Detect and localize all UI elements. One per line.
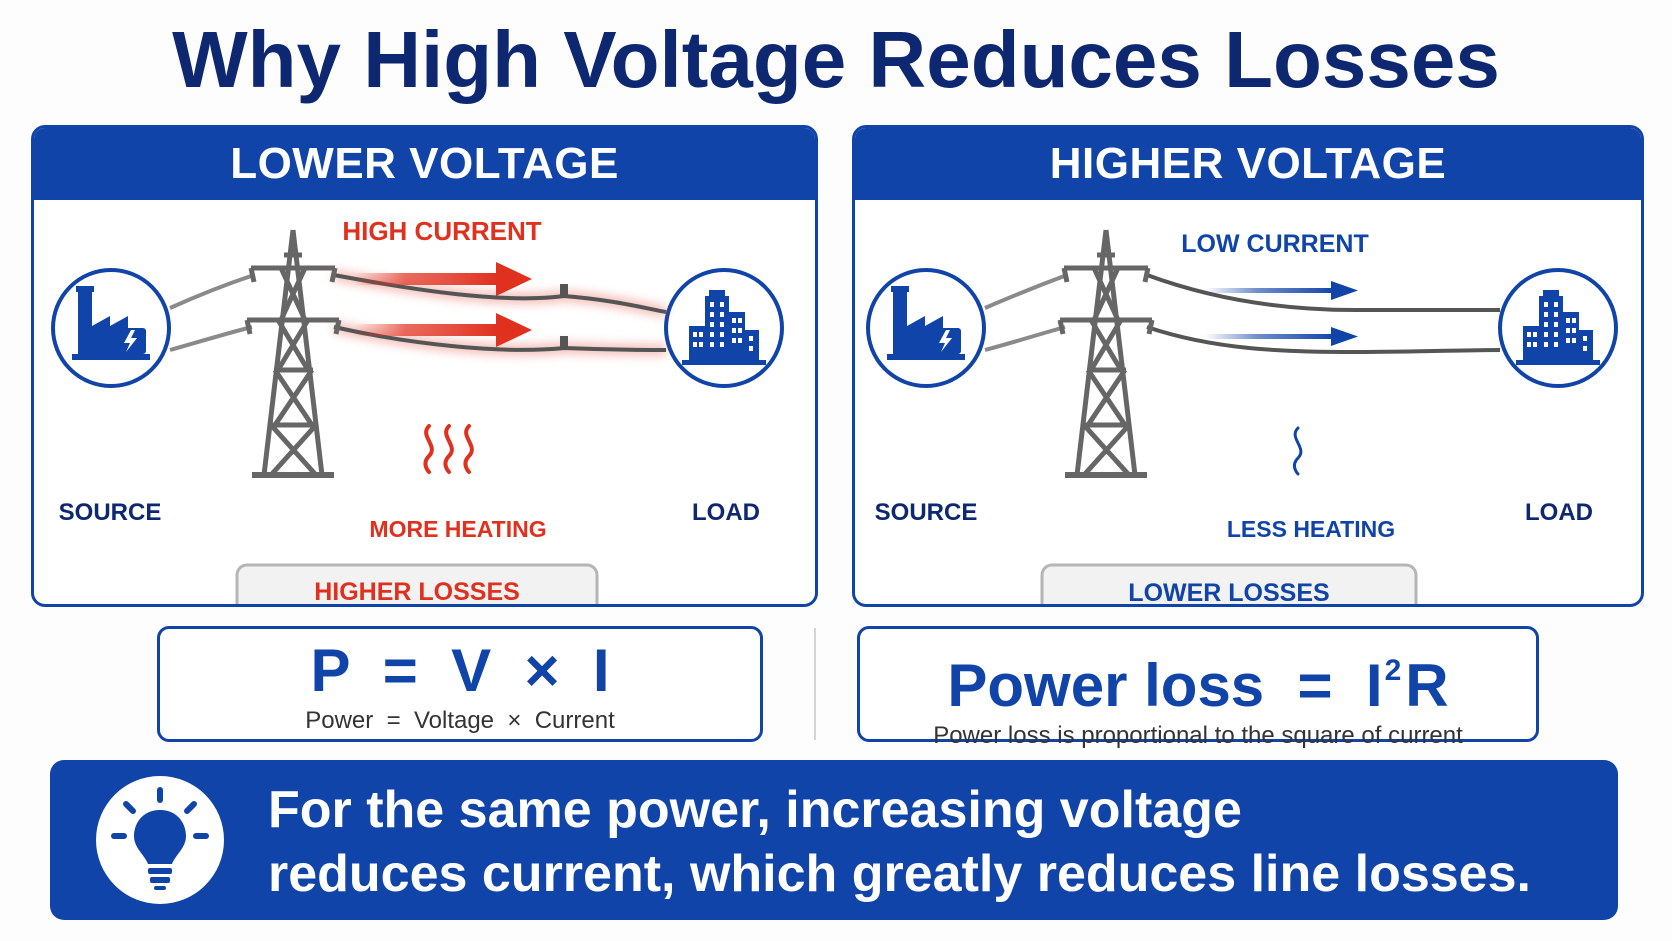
source-node	[51, 268, 171, 388]
load-label: LOAD	[1525, 499, 1593, 526]
power-plant-icon	[72, 286, 150, 360]
power-loss-formula-box: Power loss = I2R Power loss is proportio…	[857, 626, 1539, 749]
power-plant-icon	[887, 286, 965, 360]
lower-voltage-diagram: SOURCE	[51, 216, 784, 604]
higher-voltage-diagram: SOURCE	[866, 229, 1618, 604]
city-buildings-icon	[682, 290, 766, 365]
current-label: LOW CURRENT	[1181, 230, 1368, 258]
source-label: SOURCE	[59, 499, 162, 526]
power-loss-formula-prefix: Power loss = I	[947, 652, 1383, 719]
power-formula-caption: Power = Voltage × Current	[305, 707, 615, 734]
load-node	[1498, 268, 1618, 388]
power-loss-formula-exponent: 2	[1384, 654, 1402, 687]
higher-voltage-panel: HIGHER VOLTAGE SOURCE	[852, 125, 1644, 607]
losses-box	[235, 563, 599, 604]
formula-divider	[814, 628, 816, 740]
summary-line-2: reduces current, which greatly reduces l…	[268, 845, 1531, 903]
source-label: SOURCE	[875, 499, 978, 526]
load-node	[664, 268, 784, 388]
high-current-arrows	[354, 262, 532, 347]
heating-label: LESS HEATING	[1227, 516, 1395, 542]
lower-voltage-panel: LOWER VOLTAGE SOURCE	[31, 125, 818, 607]
page-title: Why High Voltage Reduces Losses	[172, 15, 1500, 104]
source-node	[866, 268, 986, 388]
power-formula-box: P = V × I Power = Voltage × Current	[157, 626, 763, 742]
transmission-lines	[169, 270, 667, 355]
current-label: HIGH CURRENT	[342, 216, 541, 246]
power-loss-formula-caption: Power loss is proportional to the square…	[933, 722, 1463, 749]
lower-voltage-header: LOWER VOLTAGE	[34, 128, 815, 200]
summary-line-1: For the same power, increasing voltage	[268, 781, 1242, 839]
summary-text: For the same power, increasing voltage r…	[268, 778, 1598, 906]
load-label: LOAD	[692, 499, 760, 526]
heat-waves-icon	[1292, 426, 1303, 476]
low-current-arrows	[1205, 281, 1358, 346]
losses-box	[1040, 563, 1418, 604]
transmission-tower-icon	[1057, 229, 1155, 478]
transmission-tower-icon	[244, 229, 342, 478]
transmission-lines	[984, 273, 1501, 355]
power-formula: P = V × I	[310, 637, 610, 704]
heat-waves-icon	[423, 424, 474, 474]
power-loss-formula-suffix: R	[1405, 652, 1449, 719]
higher-voltage-header: HIGHER VOLTAGE	[855, 128, 1641, 200]
lightbulb-badge	[96, 776, 224, 904]
losses-label: LOWER LOSSES	[1128, 579, 1329, 604]
heating-label: MORE HEATING	[369, 516, 546, 542]
power-loss-formula: Power loss = I2R	[860, 637, 1536, 720]
city-buildings-icon	[1516, 290, 1600, 365]
summary-banner: For the same power, increasing voltage r…	[50, 760, 1618, 920]
lightbulb-icon	[111, 787, 209, 890]
losses-label: HIGHER LOSSES	[314, 578, 520, 604]
